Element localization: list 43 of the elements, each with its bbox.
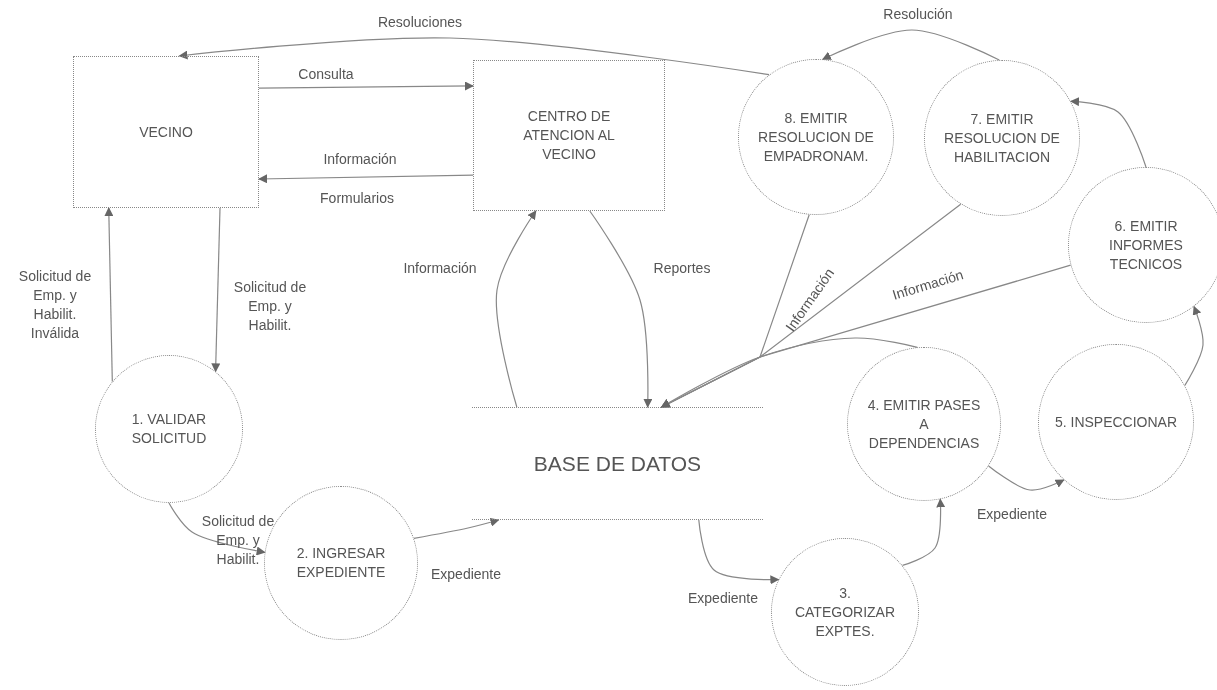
arrow (178, 37, 770, 76)
arrow (988, 465, 1065, 491)
node-label: 2. INGRESAR EXPEDIENTE (295, 544, 387, 582)
edge-label: Expediente (975, 504, 1049, 524)
arrow (104, 207, 114, 383)
data-store (472, 407, 763, 520)
flow-label: Formularios (319, 188, 395, 208)
edge-label: Expediente (686, 588, 760, 608)
edge-label: Expediente (429, 564, 503, 584)
edge-label: Consulta (297, 64, 355, 84)
node-label: 6. EMITIR INFORMES TECNICOS (1108, 216, 1184, 274)
arrow (495, 210, 537, 408)
arrow (698, 519, 780, 585)
arrow (589, 210, 653, 408)
entity-box (73, 56, 259, 208)
arrow (211, 207, 221, 373)
node-label: VECINO (138, 122, 194, 142)
arrow (258, 81, 474, 91)
node-label: 5. INSPECCIONAR (1053, 412, 1179, 432)
edge-label: Resoluciones (376, 12, 464, 32)
arrow (168, 502, 266, 556)
arrow (1184, 305, 1204, 386)
arrow (901, 498, 946, 567)
arrow (413, 517, 500, 539)
edge-label: Resolución (882, 4, 954, 24)
node-label: 3. CATEGORIZAR EXPTES. (793, 583, 897, 641)
edge-label: Solicitud de Emp. y Habilit. Inválida (17, 267, 93, 343)
arrow (258, 174, 474, 184)
edge-label: Información (322, 149, 398, 169)
node-label: BASE DE DATOS (532, 450, 703, 477)
node-label: 1. VALIDAR SOLICITUD (130, 410, 208, 448)
node-label: 4. EMITIR PASES A DEPENDENCIAS (866, 395, 982, 453)
arrow (1069, 97, 1147, 168)
entity-box (473, 60, 665, 211)
node-label: 7. EMITIR RESOLUCION DE HABILITACION (943, 109, 1061, 167)
edge-label: Solicitud de Emp. y Habilit. (232, 277, 308, 335)
edge-label: Reportes (652, 258, 712, 278)
edge-label: Solicitud de Emp. y Habilit. (200, 511, 276, 569)
edge-label: Información (402, 258, 478, 278)
node-label: CENTRO DE ATENCION AL VECINO (522, 107, 616, 164)
arrow (660, 337, 918, 408)
node-label: 8. EMITIR RESOLUCION DE EMPADRONAM. (757, 108, 875, 166)
arrow (822, 29, 1000, 61)
